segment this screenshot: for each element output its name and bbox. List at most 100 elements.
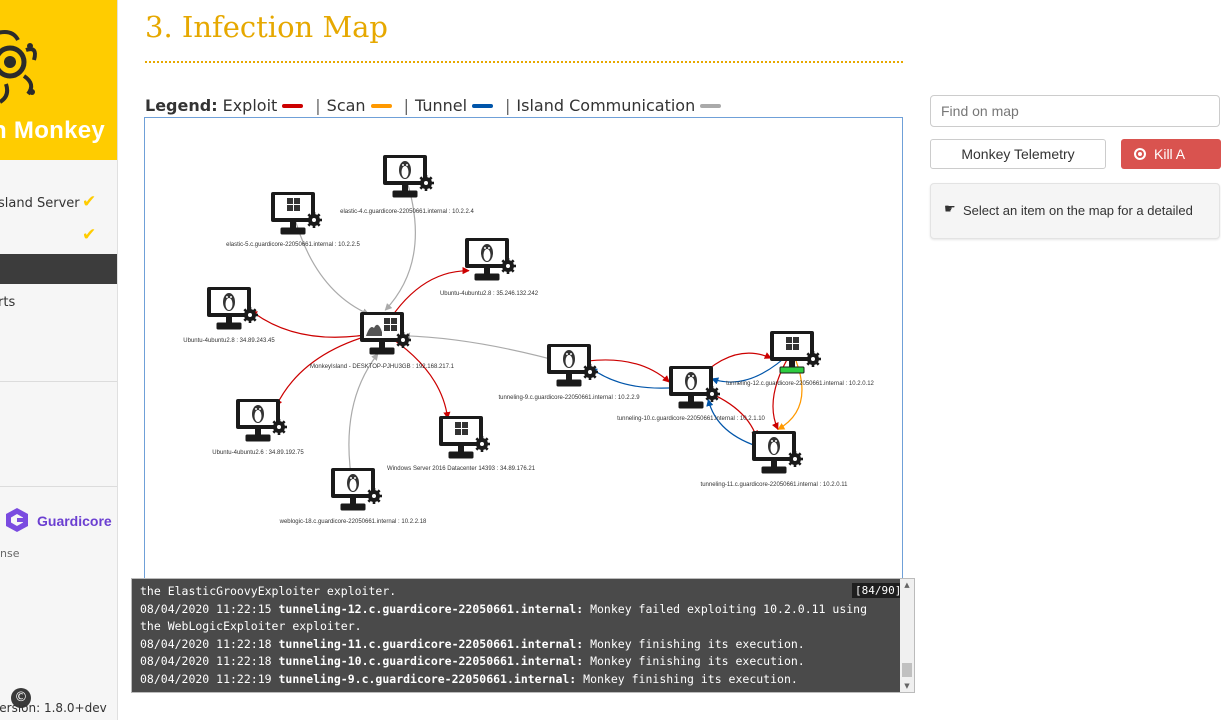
sidebar-divider <box>0 486 117 487</box>
map-node[interactable] <box>547 344 598 387</box>
map-node[interactable] <box>331 468 382 511</box>
scroll-thumb[interactable] <box>902 663 912 677</box>
node-label: Ubuntu-4ubuntu2.8 : 34.89.243.45 <box>183 338 275 344</box>
brand-header[interactable]: n Monkey <box>0 0 117 160</box>
node-label: Ubuntu-4ubuntu2.8 : 35.246.132.242 <box>440 291 539 297</box>
log-line: 08/04/2020 11:22:18 tunneling-10.c.guard… <box>140 654 805 669</box>
log-line: the ElasticGroovyExploiter exploiter. <box>140 584 397 598</box>
edge-gray[interactable] <box>292 211 370 316</box>
license-link[interactable]: nse <box>0 547 20 560</box>
scroll-up-icon[interactable]: ▲ <box>904 581 910 589</box>
linux-tux-icon <box>399 161 411 179</box>
version-label: Version: 1.8.0+dev <box>0 701 107 715</box>
copyright-icon: © <box>11 688 31 708</box>
monkey-gear-icon <box>306 212 322 228</box>
monkey-gear-icon <box>500 258 516 274</box>
monkey-gear-icon <box>418 175 434 191</box>
monkey-gear-icon <box>242 307 258 323</box>
node-label: elastic-4.c.guardicore-22050661.internal… <box>340 209 474 215</box>
map-node[interactable] <box>669 366 720 409</box>
legend-island-label: Island Communication <box>516 96 696 115</box>
map-legend: Legend: Exploit | Scan | Tunnel | Island… <box>145 96 727 115</box>
legend-tunnel-label: Tunnel <box>414 96 468 115</box>
node-label: Ubuntu-4ubuntu2.6 : 34.89.192.75 <box>212 450 304 456</box>
monkey-gear-icon <box>474 436 490 452</box>
edge-gray[interactable] <box>348 353 379 489</box>
infection-map[interactable]: elastic-4.c.guardicore-22050661.internal… <box>144 117 903 579</box>
brand-name: n Monkey <box>0 117 106 144</box>
monkey-logo-icon <box>0 30 37 104</box>
map-node[interactable] <box>271 192 322 235</box>
legend-scan-line <box>370 103 392 108</box>
log-counter: [84/90] <box>852 583 905 598</box>
linux-tux-icon <box>685 372 697 390</box>
pointing-hand-icon: ☛ <box>944 202 956 217</box>
linux-tux-icon <box>347 474 359 492</box>
sidebar: n Monkey sland Server ✔ ✔ rts Guardicore… <box>0 0 118 720</box>
kill-all-button[interactable]: Kill A <box>1121 139 1221 169</box>
legend-title: Legend: <box>145 96 218 115</box>
node-label: MonkeyIsland - DESKTOP-PJHU3GB : 192.168… <box>310 364 455 370</box>
map-node[interactable] <box>207 287 258 330</box>
map-node[interactable] <box>439 416 490 459</box>
page-title: 3. Infection Map <box>145 10 388 44</box>
node-label: tunneling-9.c.guardicore-22050661.intern… <box>498 395 640 401</box>
monkey-gear-icon <box>582 364 598 380</box>
sidebar-item-island-server[interactable]: sland Server ✔ <box>0 189 117 219</box>
guardicore-logo-icon <box>6 508 28 532</box>
log-scrollbar[interactable]: ▲ ▼ <box>900 579 914 692</box>
node-label: tunneling-11.c.guardicore-22050661.inter… <box>701 482 849 488</box>
map-node[interactable] <box>383 155 434 198</box>
checkmark-icon: ✔ <box>82 225 97 245</box>
edge-gray[interactable] <box>402 332 570 365</box>
map-node[interactable] <box>752 431 803 474</box>
node-label: tunneling-10.c.guardicore-22050661.inter… <box>617 416 765 422</box>
map-node[interactable] <box>360 312 411 355</box>
legend-scan-label: Scan <box>326 96 366 115</box>
monkey-gear-icon <box>787 451 803 467</box>
windows-icon <box>287 198 300 211</box>
find-on-map-input[interactable] <box>930 95 1220 127</box>
network-graph[interactable]: elastic-4.c.guardicore-22050661.internal… <box>145 118 902 578</box>
sidebar-divider <box>0 381 117 382</box>
monkey-telemetry-button[interactable]: Monkey Telemetry <box>930 139 1106 169</box>
node-label: tunneling-12.c.guardicore-22050661.inter… <box>726 381 874 387</box>
edge-orange[interactable] <box>777 350 803 430</box>
kill-button-label: Kill A <box>1154 146 1186 162</box>
telemetry-log[interactable]: the ElasticGroovyExploiter exploiter. 08… <box>131 578 915 693</box>
windows-icon <box>384 318 397 331</box>
checkmark-icon: ✔ <box>82 192 97 212</box>
monkey-gear-icon <box>271 419 287 435</box>
sidebar-item-infection-map[interactable] <box>0 254 117 284</box>
windows-icon <box>786 337 799 350</box>
monkey-gear-icon <box>366 488 382 504</box>
log-line: 08/04/2020 11:22:19 tunneling-9.c.guardi… <box>140 671 798 686</box>
windows-icon <box>455 422 468 435</box>
sidebar-item-run-monkey[interactable]: ✔ <box>0 222 117 252</box>
monkey-gear-icon <box>805 351 821 367</box>
island-icon <box>366 324 382 336</box>
map-node[interactable] <box>465 238 516 281</box>
linux-tux-icon <box>768 437 780 455</box>
map-node[interactable] <box>770 331 821 374</box>
linux-tux-icon <box>223 293 235 311</box>
monkey-gear-icon <box>395 332 411 348</box>
map-node[interactable] <box>236 399 287 442</box>
linux-tux-icon <box>481 244 493 262</box>
node-label: Windows Server 2016 Datacenter 14393 : 3… <box>387 466 536 472</box>
monkey-gear-icon <box>704 386 720 402</box>
sidebar-item-reports[interactable]: rts <box>0 288 117 318</box>
guardicore-name[interactable]: Guardicore <box>37 513 112 529</box>
stop-icon <box>1134 148 1146 160</box>
info-text: Select an item on the map for a detailed <box>963 203 1193 218</box>
legend-island-line <box>700 103 722 108</box>
edge-red[interactable] <box>381 331 451 420</box>
legend-exploit-line <box>282 103 304 108</box>
legend-tunnel-line <box>472 103 494 108</box>
node-label: elastic-5.c.guardicore-22050661.internal… <box>226 242 360 248</box>
scroll-down-icon[interactable]: ▼ <box>904 682 910 690</box>
linux-tux-icon <box>563 350 575 368</box>
linux-tux-icon <box>252 405 264 423</box>
legend-exploit-label: Exploit <box>222 96 278 115</box>
node-label: weblogic-18.c.guardicore-22050661.intern… <box>279 519 427 525</box>
